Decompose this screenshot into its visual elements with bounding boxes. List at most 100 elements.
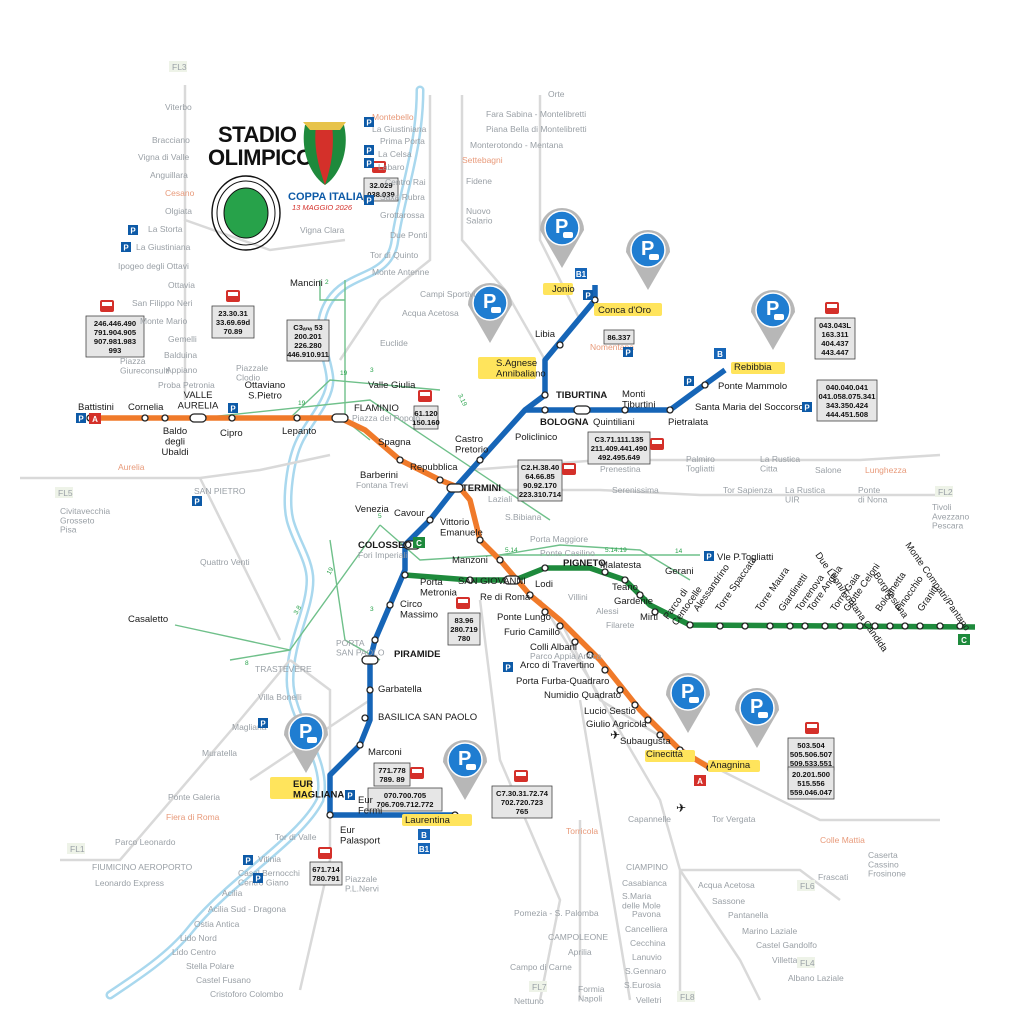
station-arco-di-travertino: Arco di Travertino: [520, 660, 594, 671]
highlight-jonio: [543, 283, 573, 295]
line-c-stop: [636, 591, 644, 599]
rail-capannelle: Capannelle: [628, 814, 671, 824]
rail-castel-gandolfo: Castel Gandolfo: [756, 940, 817, 950]
line-c-stop: [621, 576, 629, 584]
bus-box-laurentina: [491, 785, 553, 819]
badge-a-anagnina: [694, 775, 706, 786]
rail-campo-carne: Campo di Carne: [510, 962, 572, 972]
rail-velletri: Velletri: [636, 995, 662, 1005]
parking-badge-saxa-rubra: [364, 195, 374, 205]
line-c-stop: [651, 608, 659, 616]
line-c-stop: [741, 622, 749, 630]
stadium-ring-outer-icon: [211, 175, 281, 251]
parking-badge-magliana: [258, 718, 268, 728]
fl-tag-label: FL8: [680, 992, 695, 1002]
parking-badge-arco: [503, 662, 513, 672]
rail-bracciano: Bracciano: [152, 135, 190, 145]
rail-orte: Orte: [548, 89, 565, 99]
line-a-stop: [571, 638, 579, 646]
station-lodi: Lodi: [535, 579, 553, 590]
station-rebibbia: Rebibbia: [734, 362, 772, 373]
parking-pin-jonio: P: [540, 208, 584, 268]
bus-box-battistini-bus-icon-window: [102, 302, 112, 306]
station-manzoni: Manzoni: [452, 555, 488, 566]
rail-serenissima: Serenissima: [612, 485, 659, 495]
rail-magliana: Magliana: [232, 722, 267, 732]
line-b-stop: [621, 406, 629, 414]
line-badges: FL3FL5FL1FL2FL4FL6FL7FL8ACBB1ABB1CPPPPPP…: [55, 61, 970, 1002]
rail-fiera-roma: Fiera di Roma: [166, 812, 220, 822]
station-mirti: Mirti: [640, 612, 658, 623]
rail-villetta: Villetta: [772, 955, 798, 965]
bus-box-piramide: [447, 612, 481, 646]
highlight-cinecitta: [645, 750, 695, 762]
station-anagnina: Anagnina: [710, 760, 751, 771]
stop-mancini: Mancini: [290, 278, 323, 289]
rail-muratella: Muratella: [202, 748, 237, 758]
station-pigneto: PIGNETO: [563, 558, 606, 569]
rail-ponte-casilino: Ponte Casilino: [540, 548, 595, 558]
rail-san-pietro: SAN PIETRO: [194, 486, 246, 496]
station-policlinico: Policlinico: [515, 432, 557, 443]
tram-number-3: 3: [370, 367, 374, 374]
line-a-stop: [496, 556, 504, 564]
rail-tor-di-valle: Tor di Valle: [275, 832, 317, 842]
stop-gerani: Gerani: [665, 566, 694, 577]
station-ponte-lungo: Ponte Lungo: [497, 612, 551, 623]
station-colosseo-sub: Fori Imperiali: [358, 550, 407, 560]
station-garbatella: Garbatella: [378, 684, 423, 695]
rail-centro-rai: Centro Rai: [385, 177, 426, 187]
tram-number-3-8: 3.8: [293, 604, 304, 616]
rail-cesano: Cesano: [165, 188, 195, 198]
tiber-river-inner: [108, 88, 422, 997]
station-bologna: BOLOGNA: [540, 417, 589, 428]
bus-box-labaro-bus-icon-window: [374, 163, 384, 167]
rail-appiano: Appiano: [166, 365, 197, 375]
bus-box-palasport-bus-icon-window: [320, 849, 330, 853]
tiburtina-interchange: [573, 405, 591, 415]
valle-aurelia-interchange: [189, 413, 207, 423]
coppa-trophy-red-icon: [315, 125, 333, 185]
rail-acilia-sud: Acilia Sud - Dragona: [208, 904, 286, 914]
parking-badge-eur-fermi: [345, 790, 355, 800]
station-repubblica: Repubblica: [410, 462, 458, 473]
rail-quattro-venti: Quattro Venti: [200, 557, 250, 567]
line-b-stop: [541, 391, 549, 399]
parking-badge-mammolo-glyph: P: [804, 404, 810, 413]
bus-box-anagnina-2: [787, 766, 835, 800]
line-a-stop: [526, 591, 534, 599]
rail-balduina: Balduina: [164, 350, 197, 360]
line-a-stop: [228, 414, 236, 422]
car-icon: [563, 232, 573, 238]
rail-pavona: Pavona: [632, 909, 661, 919]
rail-vigna-valle: Vigna di Valle: [138, 152, 189, 162]
parking-pin-conca-doro: P: [626, 230, 670, 290]
rail-lido-centro: Lido Centro: [172, 947, 216, 957]
parking-badge-casal-bernocchi: [253, 873, 263, 883]
line-b-stop: [361, 714, 369, 722]
badge-b1-jonio: [575, 268, 587, 279]
rail-cecchina: Cecchina: [630, 938, 666, 948]
line-c-stop: [601, 568, 609, 576]
highlight-laurentina: [402, 814, 472, 826]
fl-tag-label: FL2: [938, 487, 953, 497]
station-lepanto: Lepanto: [282, 426, 316, 437]
station-malatesta: Malatesta: [600, 560, 642, 571]
line-c-stop: [956, 622, 964, 630]
bus-box-mancini: [286, 319, 330, 362]
bus-box-palasport: [309, 861, 343, 886]
rail-settebagni: Settebagni: [462, 155, 503, 165]
parking-badge-labaro: [364, 158, 374, 168]
rail-ponte-galeria: Ponte Galeria: [168, 792, 220, 802]
parking-badge-jonio: [583, 290, 593, 300]
